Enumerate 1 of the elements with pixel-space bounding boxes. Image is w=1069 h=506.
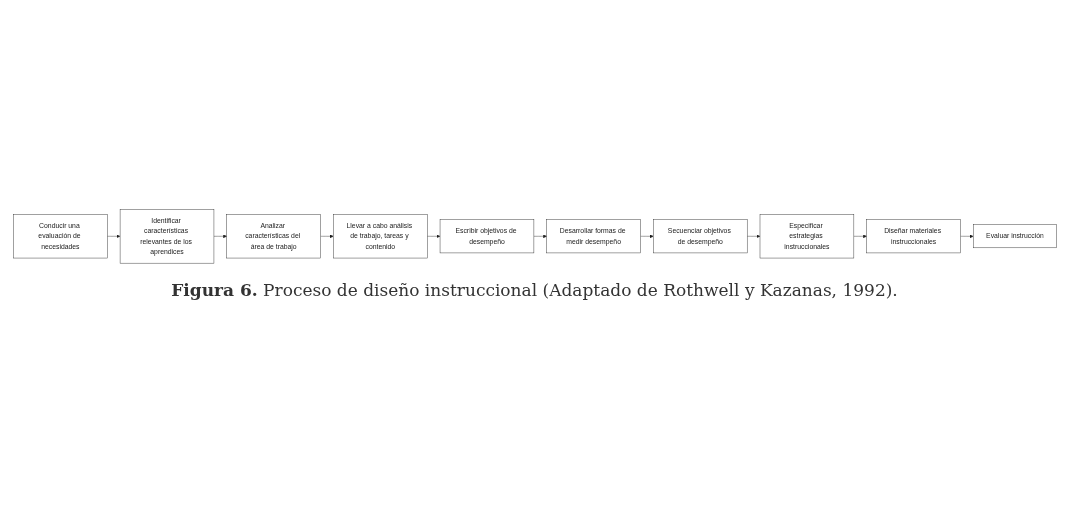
figure-caption: Figura 6. Proceso de diseño instruccional (Adaptado de Rothwell y Kazanas, 1992). [171, 280, 898, 301]
